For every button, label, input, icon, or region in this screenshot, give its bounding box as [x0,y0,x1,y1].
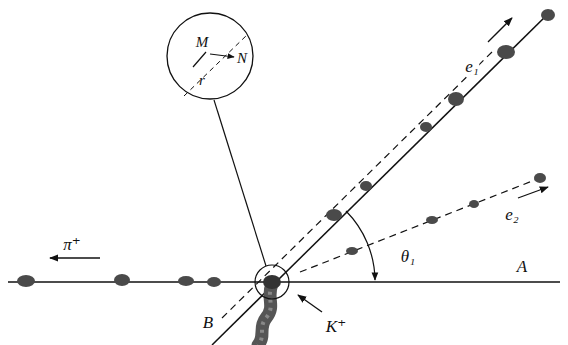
track-label: A [516,258,528,275]
track-label: e₂ [504,206,519,223]
magnified-circle: M Nr [166,12,254,100]
track-label: θ₁ [400,248,416,265]
point-label: M [195,35,210,50]
track-label: K⁺ [325,318,347,335]
point-label: r [198,73,206,88]
track-label: e₁ [464,58,479,75]
track-label: B [202,314,214,331]
point-label: N [236,51,248,66]
track-label: π⁺ [62,236,82,253]
